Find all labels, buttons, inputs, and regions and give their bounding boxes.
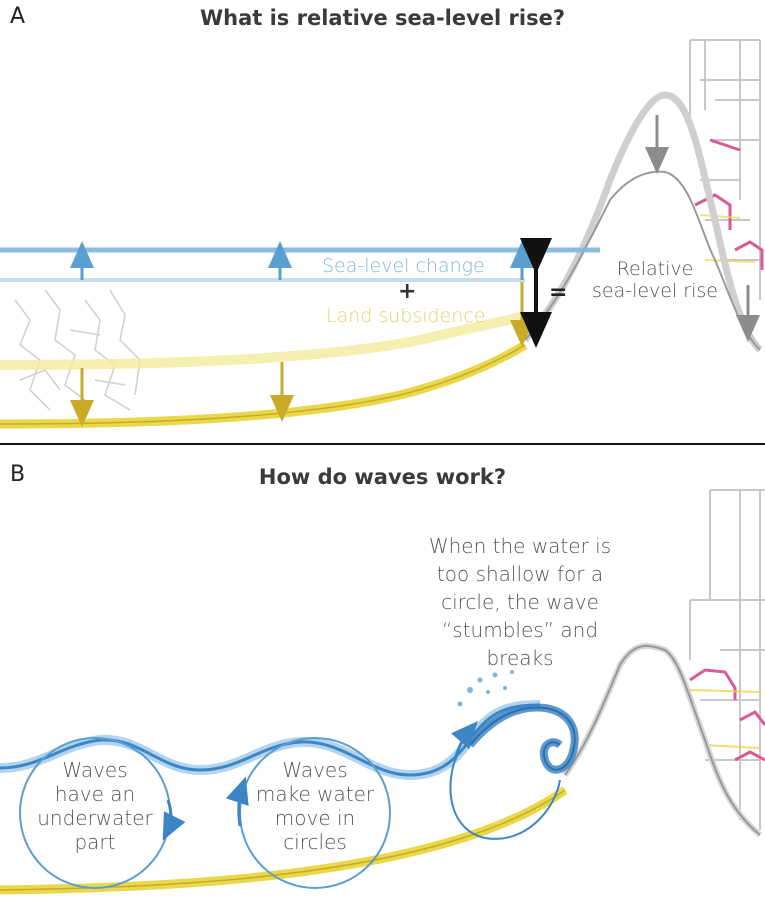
- note-line: breaks: [486, 646, 554, 670]
- hill-b: [562, 642, 762, 838]
- circle1-line: have an: [54, 782, 136, 806]
- city-buildings-b: [689, 489, 765, 830]
- equals-sign: =: [549, 280, 568, 305]
- breaking-wave-note: When the water is too shallow for a circ…: [415, 532, 625, 672]
- circle2-line: Waves: [282, 758, 348, 782]
- circle2-line: move in: [274, 806, 356, 830]
- note-line: “stumbles” and: [441, 618, 599, 642]
- relative-rise-label: Relative sea-level rise: [580, 258, 730, 302]
- relative-rise-line2: sea-level rise: [592, 280, 718, 302]
- sea-level-change-label: Sea-level change: [322, 255, 485, 277]
- circle1-line: Waves: [62, 758, 128, 782]
- circle2-line: make water: [255, 782, 375, 806]
- land-subsidence-label: Land subsidence: [326, 305, 486, 327]
- rubble-sketch: [14, 289, 141, 411]
- land-old: [0, 311, 527, 370]
- circle1-line: part: [74, 830, 116, 854]
- panel-b-title: How do waves work?: [258, 465, 507, 489]
- panel-a-title: What is relative sea-level rise?: [199, 6, 566, 30]
- panel-divider: [0, 443, 765, 445]
- panel-b-letter: B: [10, 462, 26, 487]
- wave-spray: [457, 670, 514, 707]
- circle1-line: underwater: [37, 806, 153, 830]
- circle1-text: Waves have an underwater part: [30, 758, 160, 854]
- circle2-line: circles: [283, 830, 347, 854]
- circle2-text: Waves make water move in circles: [250, 758, 380, 854]
- orbit-ellipse-shore: [449, 759, 561, 840]
- plus-sign: +: [398, 279, 417, 304]
- note-line: circle, the wave: [441, 590, 599, 614]
- relative-rise-line1: Relative: [616, 258, 694, 280]
- note-line: too shallow for a: [436, 562, 604, 586]
- hill-a: [522, 91, 763, 353]
- houses-a: [694, 138, 764, 270]
- note-line: When the water is: [428, 534, 612, 558]
- panel-a-letter: A: [10, 4, 26, 29]
